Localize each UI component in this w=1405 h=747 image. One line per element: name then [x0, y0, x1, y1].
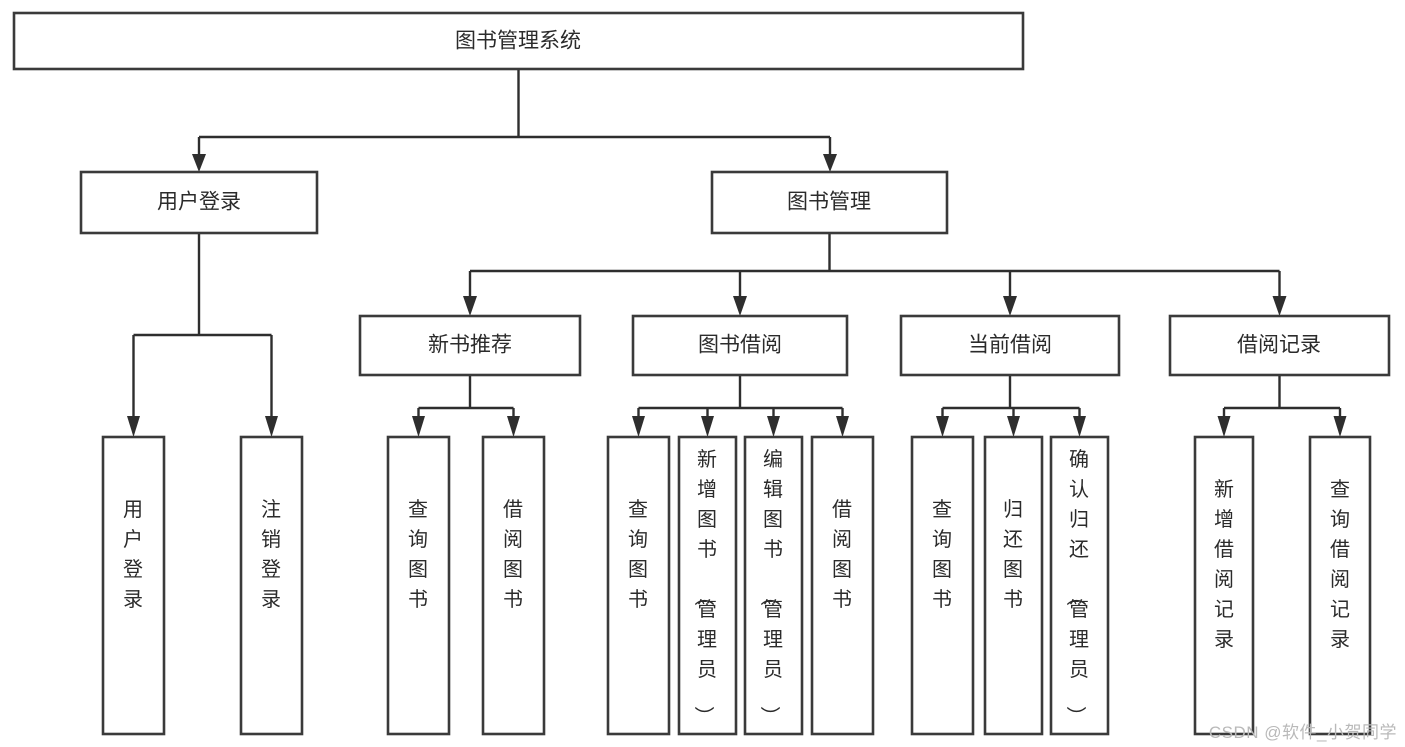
node-book-borrow[interactable]: 图书借阅: [631, 314, 849, 377]
arrow-user-login-leaf-2: [265, 416, 278, 437]
arrow-br-leaf-2: [1333, 416, 1347, 437]
arrow-bb-leaf-4: [836, 416, 849, 437]
leaf-query-record-label: 查询借阅记录: [1330, 478, 1350, 651]
leaf-query-record[interactable]: 查询借阅记录: [1308, 435, 1372, 736]
leaf-confirm-return[interactable]: 确认归还（管理员）: [1049, 435, 1110, 736]
leaf-add-record[interactable]: 新增借阅记录: [1193, 435, 1255, 736]
arrow-bb-leaf-2: [701, 416, 714, 437]
leaf-query-book-cb-label: 查询图书: [932, 498, 952, 611]
arrow-nbr-leaf-2: [507, 416, 520, 437]
arrow-cb-leaf-1: [936, 416, 949, 437]
leaf-query-book-nbr-label: 查询图书: [408, 498, 428, 611]
leaf-add-record-box[interactable]: [1193, 435, 1255, 736]
node-book-borrow-label: 图书借阅: [698, 334, 782, 357]
leaf-logout-label: 注销登录: [261, 498, 281, 611]
leaf-borrow-book-bb-label: 借阅图书: [832, 498, 852, 611]
arrow-cb-leaf-3: [1073, 416, 1086, 437]
leaf-add-book-label: 新增图书（管理员）: [692, 448, 717, 726]
node-current-borrow[interactable]: 当前借阅: [899, 314, 1121, 377]
node-new-book-recommend-box[interactable]: [358, 314, 582, 377]
leaf-query-book-nbr[interactable]: 查询图书: [386, 435, 451, 736]
arrow-book-manage-to-new-book-recommend: [463, 296, 477, 316]
arrow-book-manage-to-borrow-record: [1272, 296, 1287, 316]
connector-layer: [127, 69, 1347, 437]
leaf-edit-book-label: 编辑图书（管理员）: [758, 448, 783, 726]
arrow-nbr-leaf-1: [412, 416, 425, 437]
node-new-book-recommend-label: 新书推荐: [428, 334, 512, 357]
leaf-query-book-bb-box[interactable]: [606, 435, 671, 736]
node-user-login[interactable]: 用户登录: [79, 170, 319, 235]
arrow-br-leaf-1: [1217, 416, 1231, 437]
node-borrow-record[interactable]: 借阅记录: [1168, 314, 1391, 377]
leaf-add-record-label: 新增借阅记录: [1214, 478, 1234, 651]
arrow-bb-leaf-1: [632, 416, 645, 437]
node-current-borrow-box[interactable]: [899, 314, 1121, 377]
arrow-bb-leaf-3: [767, 416, 780, 437]
node-new-book-recommend[interactable]: 新书推荐: [358, 314, 582, 377]
leaf-return-book-label: 归还图书: [1003, 498, 1023, 611]
arrow-user-login-leaf-1: [127, 416, 140, 437]
leaf-add-book[interactable]: 新增图书（管理员）: [677, 435, 738, 736]
leaf-query-book-bb[interactable]: 查询图书: [606, 435, 671, 736]
node-user-login-label: 用户登录: [157, 191, 241, 214]
node-borrow-record-box[interactable]: [1168, 314, 1391, 377]
node-book-manage[interactable]: 图书管理: [710, 170, 949, 235]
arrow-root-to-user-login: [192, 154, 206, 172]
leaf-logout[interactable]: 注销登录: [239, 435, 304, 736]
leaf-query-book-cb-box[interactable]: [910, 435, 975, 736]
node-book-manage-box[interactable]: [710, 170, 949, 235]
node-root-box[interactable]: [12, 11, 1025, 71]
leaf-query-book-bb-label: 查询图书: [628, 498, 648, 611]
leaf-query-record-box[interactable]: [1308, 435, 1372, 736]
leaf-edit-book-box[interactable]: [743, 435, 804, 736]
node-book-borrow-box[interactable]: [631, 314, 849, 377]
node-root-label: 图书管理系统: [455, 30, 581, 53]
leaf-confirm-return-label: 确认归还（管理员）: [1064, 448, 1089, 726]
leaf-borrow-book-nbr[interactable]: 借阅图书: [481, 435, 546, 736]
leaf-logout-box[interactable]: [239, 435, 304, 736]
leaf-borrow-book-nbr-label: 借阅图书: [503, 498, 523, 611]
arrow-book-manage-to-book-borrow: [733, 296, 747, 316]
leaf-user-login-box[interactable]: [101, 435, 166, 736]
leaf-borrow-book-bb-box[interactable]: [810, 435, 875, 736]
leaf-user-login-label: 用户登录: [123, 499, 143, 611]
leaf-borrow-book-nbr-box[interactable]: [481, 435, 546, 736]
leaf-query-book-nbr-box[interactable]: [386, 435, 451, 736]
node-book-manage-label: 图书管理: [787, 191, 871, 214]
arrow-cb-leaf-2: [1007, 416, 1020, 437]
leaf-edit-book[interactable]: 编辑图书（管理员）: [743, 435, 804, 736]
node-root[interactable]: 图书管理系统: [12, 11, 1025, 71]
node-current-borrow-label: 当前借阅: [968, 334, 1052, 357]
node-borrow-record-label: 借阅记录: [1237, 334, 1321, 357]
leaf-user-login[interactable]: 用户登录: [101, 435, 166, 736]
leaf-layer: 用户登录 注销登录 查询图书 借阅图书 查询图书 新增图书（管理员）: [101, 435, 1372, 736]
leaf-query-book-cb[interactable]: 查询图书: [910, 435, 975, 736]
leaf-confirm-return-box[interactable]: [1049, 435, 1110, 736]
leaf-add-book-box[interactable]: [677, 435, 738, 736]
leaf-return-book-box[interactable]: [983, 435, 1044, 736]
arrow-root-to-book-manage: [823, 154, 837, 172]
arrow-book-manage-to-current-borrow: [1003, 296, 1017, 316]
node-user-login-box[interactable]: [79, 170, 319, 235]
leaf-return-book[interactable]: 归还图书: [983, 435, 1044, 736]
leaf-borrow-book-bb[interactable]: 借阅图书: [810, 435, 875, 736]
